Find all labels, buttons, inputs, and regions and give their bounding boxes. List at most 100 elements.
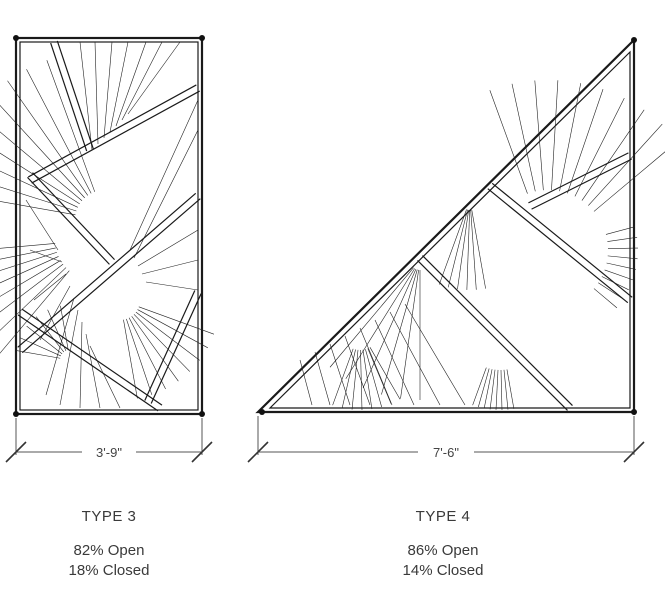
fine-line bbox=[33, 273, 67, 301]
fine-line bbox=[135, 311, 200, 361]
fine-line bbox=[359, 327, 393, 406]
fine-line bbox=[59, 309, 79, 406]
fine-line bbox=[109, 41, 129, 133]
fine-line bbox=[26, 69, 92, 194]
fine-line bbox=[314, 351, 331, 406]
fine-line bbox=[369, 347, 401, 400]
fine-line bbox=[362, 269, 417, 389]
fine-line bbox=[0, 247, 56, 260]
type-4-corner-dot bbox=[631, 409, 637, 415]
fine-line bbox=[39, 285, 71, 341]
fine-line bbox=[115, 41, 147, 127]
bar bbox=[21, 198, 201, 354]
fine-line bbox=[133, 314, 191, 372]
fine-line bbox=[7, 80, 89, 196]
bar bbox=[50, 42, 88, 152]
fine-line bbox=[138, 306, 215, 335]
fine-line bbox=[593, 151, 665, 212]
type-3-corner-dot bbox=[199, 411, 205, 417]
fine-line bbox=[79, 321, 83, 409]
bar bbox=[491, 182, 633, 298]
bar bbox=[28, 84, 197, 178]
fine-line bbox=[365, 349, 382, 408]
fine-line bbox=[389, 311, 441, 406]
type-4-panel-drawing bbox=[255, 37, 665, 415]
bar bbox=[32, 172, 115, 261]
bar bbox=[150, 293, 202, 404]
fine-line bbox=[103, 41, 113, 139]
fine-line bbox=[15, 350, 61, 359]
fine-line bbox=[404, 303, 466, 406]
type-4-closed-percent: 14% Closed bbox=[402, 562, 484, 579]
fine-line bbox=[0, 131, 83, 201]
type-4-bars bbox=[417, 152, 633, 411]
type-4-corner-dot bbox=[259, 409, 265, 415]
type-3-caption: TYPE 3 82% Open 18% Closed bbox=[0, 508, 239, 581]
type-4-dimension-label: 7'-6" bbox=[433, 445, 459, 460]
type-3-outer-frame bbox=[14, 36, 204, 416]
type-3-corner-dot bbox=[13, 411, 19, 417]
fine-line bbox=[85, 333, 101, 409]
fine-line bbox=[145, 281, 199, 291]
fine-line bbox=[588, 123, 663, 206]
type-3-corner-dot bbox=[13, 35, 19, 41]
fine-line bbox=[495, 369, 499, 410]
fine-line bbox=[25, 199, 59, 251]
fine-line bbox=[344, 335, 371, 406]
fine-line bbox=[500, 369, 503, 410]
fine-line bbox=[137, 229, 199, 267]
type-4-outer-frame bbox=[255, 37, 636, 414]
type-4-open-percent: 86% Open bbox=[407, 542, 479, 559]
fine-line bbox=[607, 255, 638, 260]
fine-line bbox=[128, 317, 166, 390]
bar bbox=[21, 308, 163, 406]
bar bbox=[531, 158, 632, 210]
fine-line bbox=[607, 236, 638, 242]
fine-line bbox=[47, 309, 67, 351]
fine-line bbox=[605, 226, 636, 235]
fine-line bbox=[0, 270, 70, 354]
fine-line bbox=[0, 260, 61, 297]
fine-line bbox=[489, 369, 496, 410]
fine-line bbox=[0, 186, 77, 212]
fine-line bbox=[79, 41, 93, 151]
type-3-inner-frame bbox=[19, 41, 199, 411]
fine-line bbox=[606, 262, 636, 270]
fine-line bbox=[133, 129, 199, 259]
type-4-label: TYPE 4 bbox=[415, 508, 471, 525]
type-3-corner-dot bbox=[199, 35, 205, 41]
type-3-bars bbox=[17, 40, 202, 412]
fine-line bbox=[0, 243, 56, 249]
fine-line bbox=[299, 359, 313, 406]
type-3-panel-drawing bbox=[0, 35, 215, 417]
type-4-dimension-line bbox=[247, 416, 645, 463]
fine-line bbox=[0, 267, 67, 331]
fine-line bbox=[483, 369, 493, 409]
type-3-dimension-line bbox=[5, 418, 213, 463]
fine-line bbox=[489, 90, 528, 194]
type-4-fine-lines bbox=[299, 80, 665, 410]
fine-line bbox=[503, 369, 509, 410]
fine-line bbox=[472, 367, 487, 406]
bar bbox=[27, 176, 110, 265]
bar bbox=[17, 192, 197, 348]
type-4-inner-frame bbox=[268, 50, 631, 409]
fine-line bbox=[0, 201, 76, 216]
fine-line bbox=[46, 60, 96, 192]
fine-line bbox=[581, 109, 645, 201]
fine-line bbox=[89, 345, 121, 409]
fine-line bbox=[345, 268, 415, 379]
fine-line bbox=[574, 97, 625, 197]
fine-line bbox=[329, 343, 351, 406]
fine-line bbox=[141, 259, 199, 275]
fine-line bbox=[121, 41, 163, 121]
fine-line bbox=[534, 80, 544, 191]
fine-line bbox=[471, 209, 486, 289]
fine-line bbox=[551, 80, 559, 191]
fine-line bbox=[466, 209, 470, 290]
fine-line bbox=[0, 256, 59, 284]
bar bbox=[528, 152, 629, 204]
fine-line bbox=[45, 297, 75, 396]
fine-line bbox=[0, 263, 64, 313]
